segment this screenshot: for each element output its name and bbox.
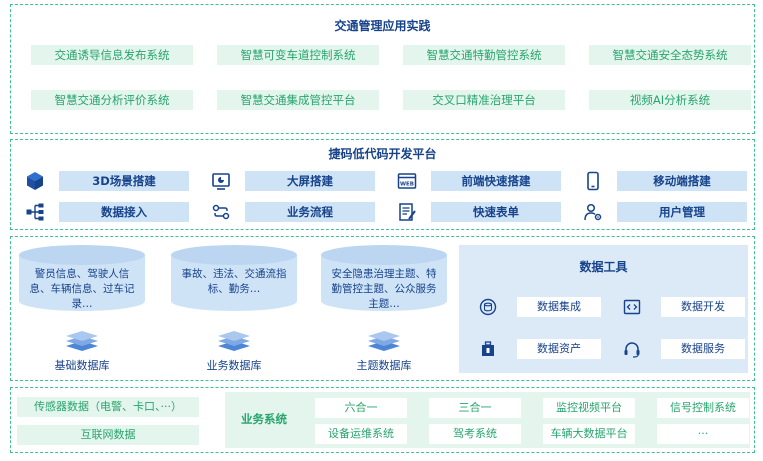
- user-gear-icon: [583, 202, 603, 222]
- business-systems-title: 业务系统: [241, 412, 287, 426]
- business-systems-panel: 业务系统 六合一 三合一 监控视频平台 信号控制系统 设备运维系统 驾考系统 车…: [225, 392, 750, 448]
- business-system-chip: ···: [657, 424, 749, 444]
- app-chip: 智慧交通安全态势系统: [589, 45, 751, 65]
- database-name: 主题数据库: [356, 359, 412, 372]
- data-tools-panel: 数据工具 数据集成 数据开发 数据资产 数据服务: [459, 245, 748, 373]
- lowcode-platform-layer: 捷码低代码开发平台 3D场景搭建 大屏搭建 WEB 前端快速搭建 移动端搭建 数…: [10, 139, 755, 230]
- code-icon: [623, 298, 641, 316]
- tool-label: 数据接入: [59, 202, 189, 222]
- cylinder-shape: [171, 245, 297, 311]
- app-chip: 交通诱导信息发布系统: [31, 45, 193, 65]
- integration-icon: [479, 298, 497, 316]
- database-stack-icon: [368, 331, 400, 351]
- app-chip: 智慧交通分析评价系统: [31, 90, 193, 110]
- application-layer: 交通管理应用实践 交通诱导信息发布系统 智慧可变车道控制系统 智慧交通特勤管控系…: [10, 4, 755, 134]
- application-layer-title: 交通管理应用实践: [334, 19, 431, 33]
- business-system-chip: 三合一: [429, 398, 521, 418]
- web-browser-icon: WEB: [397, 171, 417, 191]
- source-internet-data: 互联网数据: [17, 425, 199, 445]
- app-chip: 智慧交通特勤管控系统: [403, 45, 565, 65]
- tool-label: 前端快速搭建: [431, 171, 561, 191]
- data-layer: 警员信息、驾驶人信息、车辆信息、过车记录… 基础数据库 事故、违法、交通流指标、…: [10, 236, 755, 381]
- app-chip: 视频AI分析系统: [589, 90, 751, 110]
- business-system-chip: 车辆大数据平台: [543, 424, 635, 444]
- source-sensor-data: 传感器数据（电警、卡口、···）: [17, 397, 199, 417]
- cylinder-shape: [19, 245, 145, 311]
- data-tool-label: 数据资产: [517, 339, 601, 359]
- tool-label: 大屏搭建: [245, 171, 375, 191]
- tool-label: 用户管理: [617, 202, 747, 222]
- database-name: 基础数据库: [54, 359, 110, 372]
- source-layer: 传感器数据（电警、卡口、···） 互联网数据 业务系统 六合一 三合一 监控视频…: [10, 387, 755, 453]
- form-document-icon: [397, 202, 417, 222]
- data-tool-label: 数据集成: [517, 297, 601, 317]
- svg-text:WEB: WEB: [400, 182, 414, 188]
- tool-label: 快速表单: [431, 202, 561, 222]
- service-headset-icon: [623, 340, 641, 358]
- workflow-icon: [211, 202, 231, 222]
- database-content: 警员信息、驾驶人信息、车辆信息、过车记录…: [29, 268, 135, 310]
- database-stack-icon: [218, 331, 250, 351]
- business-system-chip: 六合一: [315, 398, 407, 418]
- asset-icon: [479, 340, 497, 358]
- database-content: 事故、违法、交通流指标、勤务…: [181, 268, 287, 295]
- lowcode-platform-title: 捷码低代码开发平台: [328, 147, 437, 161]
- cylinder-shape: [321, 245, 447, 311]
- tool-label: 移动端搭建: [617, 171, 747, 191]
- data-tools-title: 数据工具: [579, 260, 628, 274]
- app-chip: 智慧可变车道控制系统: [217, 45, 379, 65]
- network-tree-icon: [25, 202, 45, 222]
- tool-label: 业务流程: [245, 202, 375, 222]
- mobile-phone-icon: [583, 171, 603, 191]
- business-system-chip: 监控视频平台: [543, 398, 635, 418]
- data-tool-label: 数据服务: [661, 339, 745, 359]
- database-name: 业务数据库: [206, 359, 262, 372]
- cube-icon: [25, 171, 45, 191]
- data-tool-label: 数据开发: [661, 297, 745, 317]
- business-system-chip: 驾考系统: [429, 424, 521, 444]
- tool-label: 3D场景搭建: [59, 171, 189, 191]
- database-content: 安全隐患治理主题、特勤管控主题、公众服务主题…: [331, 268, 437, 310]
- dashboard-screen-icon: [211, 171, 231, 191]
- business-system-chip: 信号控制系统: [657, 398, 749, 418]
- business-system-chip: 设备运维系统: [315, 424, 407, 444]
- app-chip: 交叉口精准治理平台: [403, 90, 565, 110]
- database-stack-icon: [66, 331, 98, 351]
- app-chip: 智慧交通集成管控平台: [217, 90, 379, 110]
